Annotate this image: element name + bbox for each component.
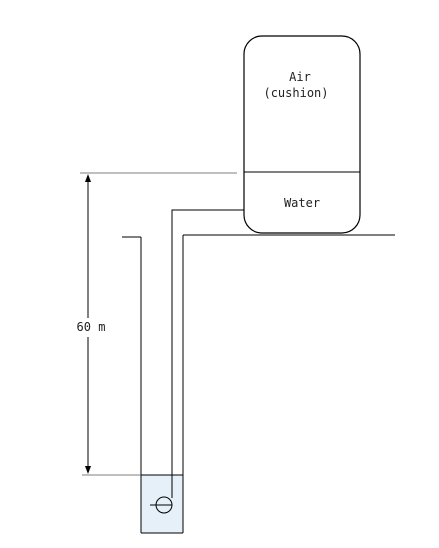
air-label-line1: Air (289, 70, 311, 84)
air-label-line2: (cushion) (263, 86, 328, 100)
depth-label: 60 m (77, 320, 106, 334)
delivery-pipe (171, 209, 244, 498)
water-label: Water (284, 196, 320, 210)
dimension-arrowhead-down (85, 466, 91, 474)
pressure-tank (243, 35, 361, 234)
well-water (141, 475, 183, 533)
dimension-arrowhead-up (85, 174, 91, 182)
